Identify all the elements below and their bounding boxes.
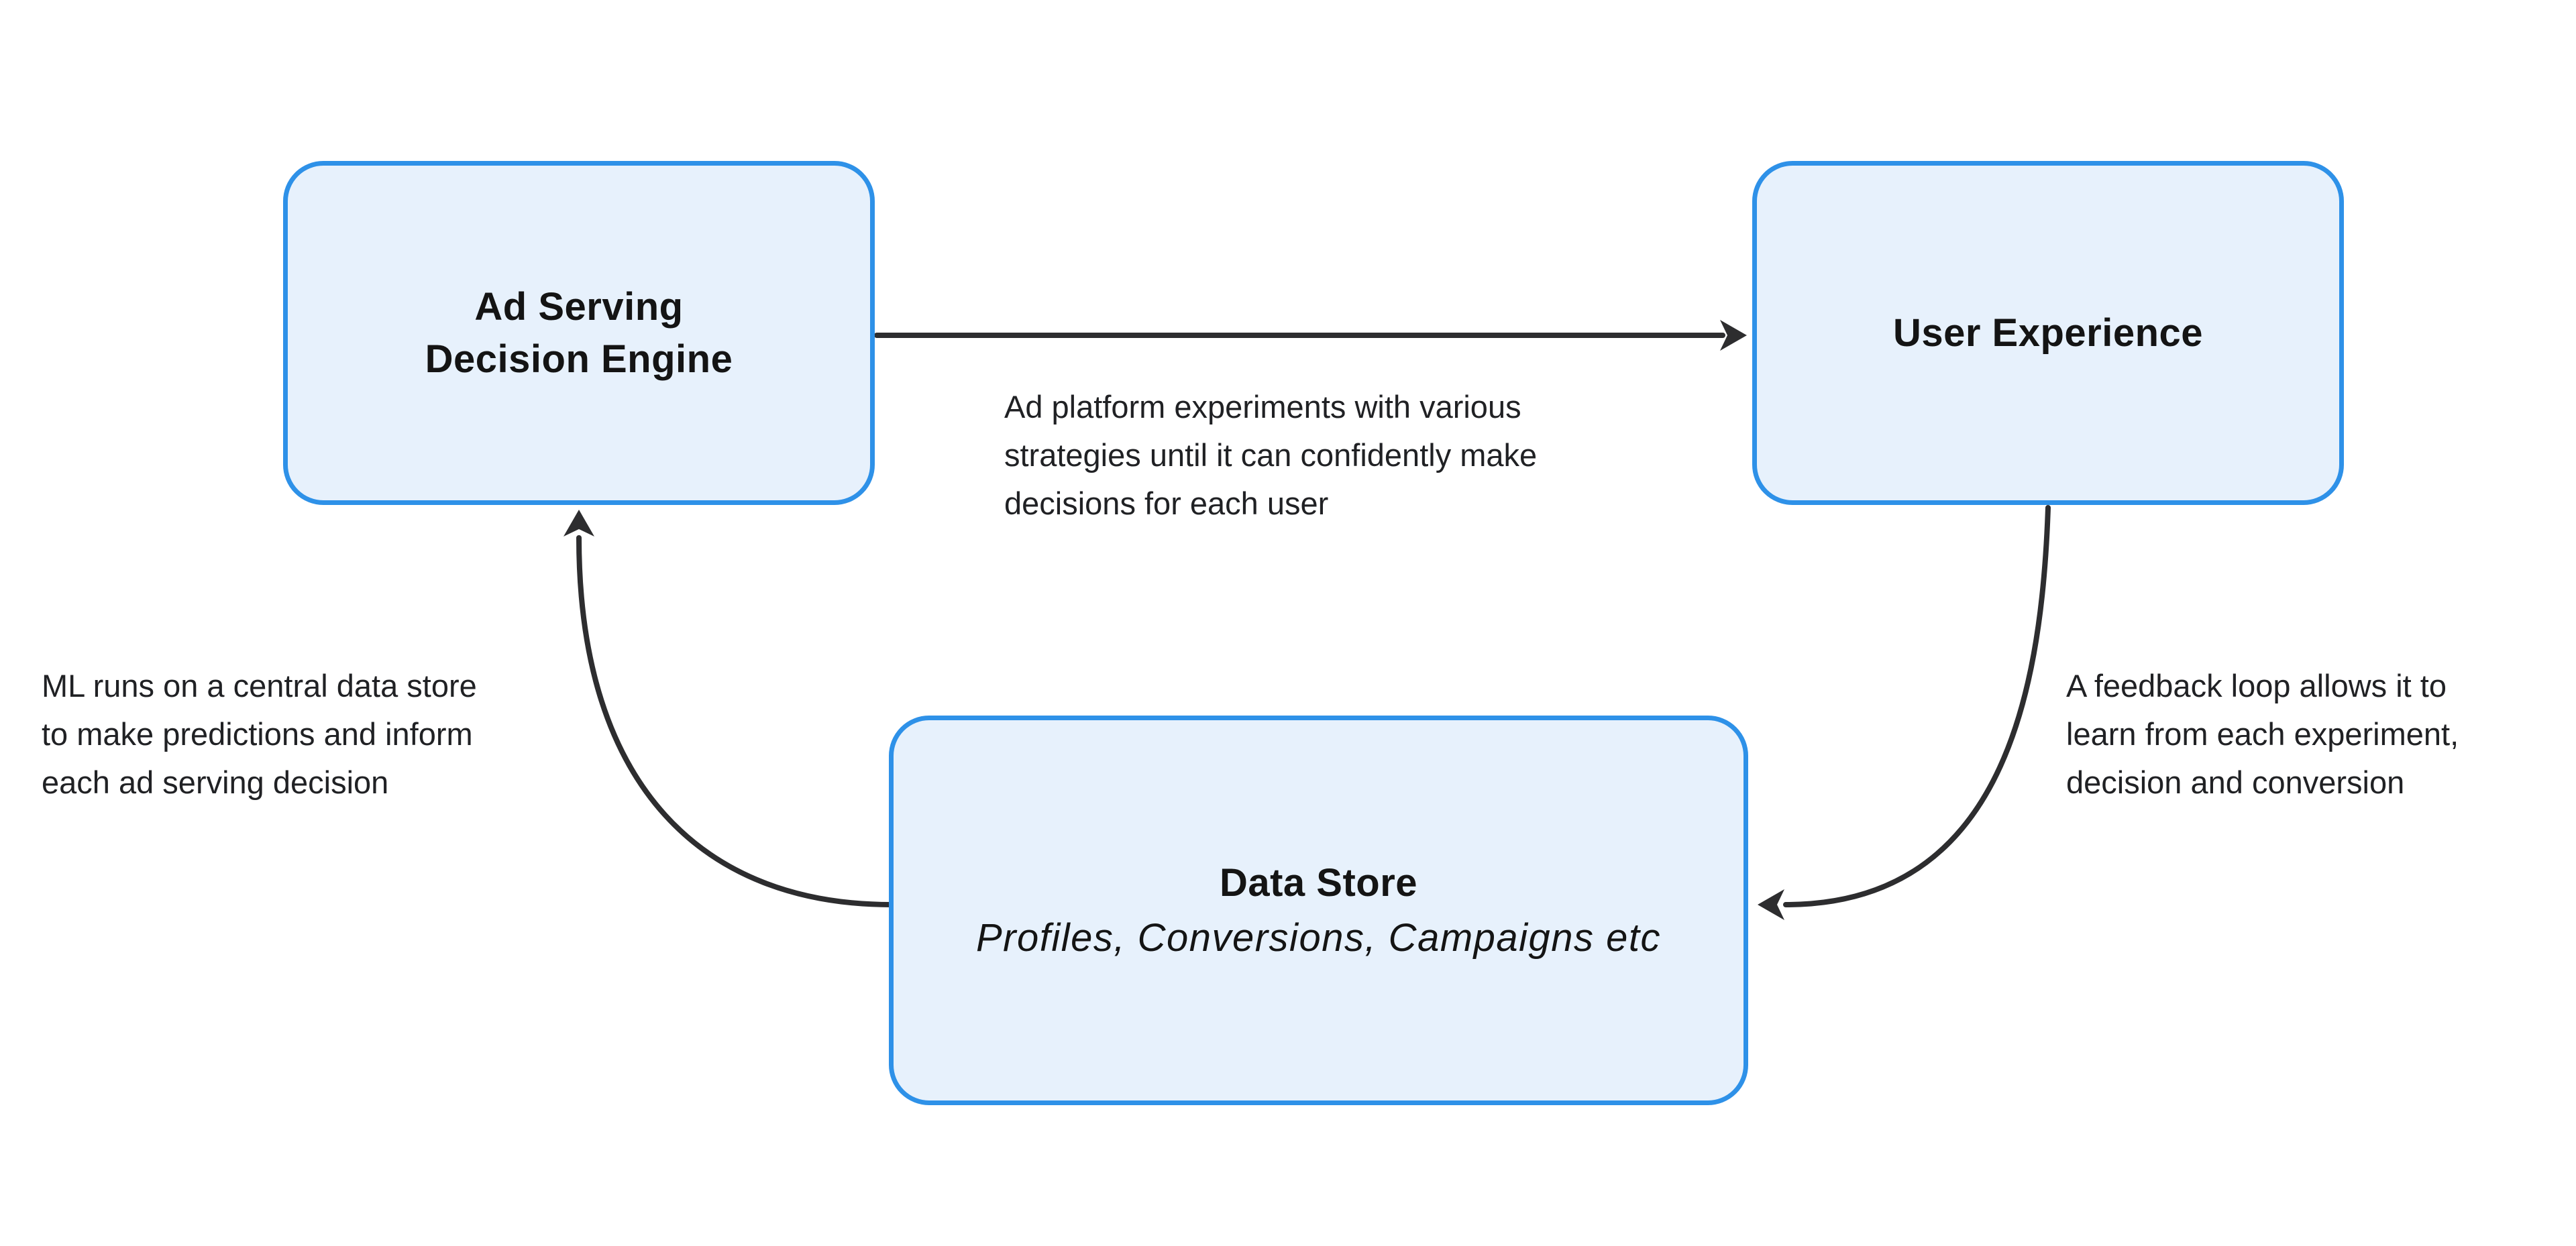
node-label-line: Ad Serving xyxy=(474,284,684,329)
annotation-line: to make predictions and inform xyxy=(42,716,473,752)
node-data-store-subtitle: Profiles, Conversions, Campaigns etc xyxy=(975,915,1662,960)
annotation-line: strategies until it can confidently make xyxy=(1004,437,1538,473)
annotation-line: Ad platform experiments with various xyxy=(1004,389,1521,424)
annotation-line: decisions for each user xyxy=(1004,486,1329,521)
annotation-line: ML runs on a central data store xyxy=(42,668,477,703)
arrow-data-store-to-ad-serving xyxy=(576,535,894,907)
node-label-line: Data Store xyxy=(1219,860,1418,905)
annotation-ml-predictions: ML runs on a central data store to make … xyxy=(42,662,477,807)
node-ad-serving-decision-engine: Ad Serving Decision Engine xyxy=(283,161,875,505)
arrowhead-into-user-experience xyxy=(1720,320,1747,351)
node-label-line: Decision Engine xyxy=(425,337,733,381)
arrowhead-into-ad-serving xyxy=(564,510,594,536)
node-user-experience-label: User Experience xyxy=(1893,307,2203,359)
node-label-line: User Experience xyxy=(1892,310,2204,355)
node-data-store-label: Data Store xyxy=(1220,859,1417,907)
node-ad-serving-label: Ad Serving Decision Engine xyxy=(425,281,733,386)
annotation-line: learn from each experiment, xyxy=(2066,716,2459,752)
annotation-line: each ad serving decision xyxy=(42,764,389,800)
annotation-experimentation: Ad platform experiments with various str… xyxy=(1004,383,1537,528)
annotation-feedback-loop: A feedback loop allows it to learn from … xyxy=(2066,662,2459,807)
node-data-store: Data Store Profiles, Conversions, Campai… xyxy=(889,716,1748,1105)
arrow-user-experience-to-data-store xyxy=(1783,505,2051,907)
arrowhead-into-data-store xyxy=(1758,889,1784,920)
annotation-line: A feedback loop allows it to xyxy=(2066,668,2447,703)
annotation-line: decision and conversion xyxy=(2066,764,2405,800)
node-user-experience: User Experience xyxy=(1752,161,2344,505)
